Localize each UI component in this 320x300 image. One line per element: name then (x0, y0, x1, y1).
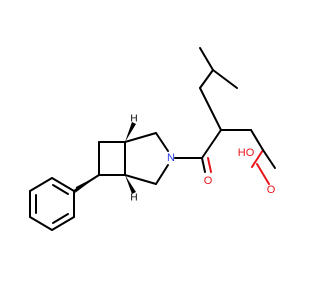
carbonyl-oxygen-label: O (204, 175, 213, 187)
carbonyl-c-o-bond-1 (201, 157, 206, 173)
nitrogen-label: N (167, 152, 175, 164)
pyrrolidine-ring (124, 132, 169, 185)
stereo-wedge-bottom (125, 175, 136, 194)
chemical-structure: N O O HO H H (29, 47, 276, 231)
isobutyl-chain (199, 47, 238, 131)
stereo-wedge-phenyl (75, 175, 99, 193)
phenyl-ring (29, 177, 75, 231)
stereo-h-bottom-label: H (130, 193, 137, 204)
carbonyl-alpha-bond (201, 129, 222, 159)
cyclobutane-ring (98, 141, 126, 176)
carbonyl-c-o-bond-2 (207, 157, 212, 173)
carboxyl-oxygen-label: O (267, 184, 276, 196)
stereo-h-top-label: H (130, 114, 137, 125)
stereo-wedge-top (125, 122, 136, 142)
acid-arm (220, 129, 276, 185)
hydroxyl-label: HO (238, 147, 255, 159)
